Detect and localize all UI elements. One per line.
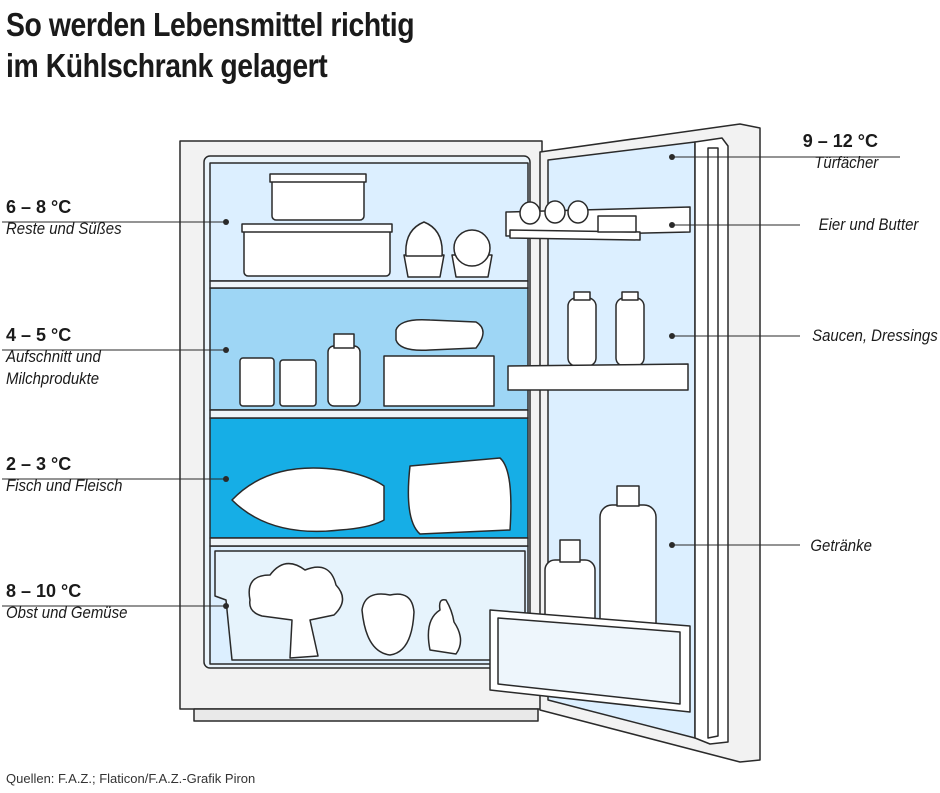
fridge-base	[193, 708, 539, 722]
label-fisch: 2 – 3 °C Fisch und Fleisch	[6, 453, 138, 497]
broccoli-icon	[248, 562, 344, 659]
desc-tuerfaecher: Türfächer	[813, 153, 878, 172]
source-note: Quellen: F.A.Z.; Flaticon/F.A.Z.-Grafik …	[6, 771, 256, 786]
label-saucen: Saucen, Dressings	[795, 325, 938, 347]
title-line-2: im Kühlschrank gelagert	[6, 47, 328, 84]
desc-getraenke: Getränke	[810, 536, 872, 555]
temp-fisch: 2 – 3 °C	[6, 454, 72, 474]
pepper-icon	[361, 593, 415, 656]
title-line-1: So werden Lebensmittel richtig	[6, 6, 415, 43]
desc-aufschnitt-2: Milchprodukte	[6, 369, 100, 388]
desc-saucen: Saucen, Dressings	[812, 326, 938, 345]
desc-aufschnitt-1: Aufschnitt und	[6, 347, 101, 366]
desc-gemuese: Obst und Gemüse	[6, 603, 128, 622]
temp-gemuese: 8 – 10 °C	[6, 581, 82, 601]
fish-icon	[231, 467, 385, 533]
label-tuerfaecher: 9 – 12 °C Türfächer	[803, 130, 878, 174]
label-eier: Eier und Butter	[805, 214, 918, 236]
temp-reste: 6 – 8 °C	[6, 197, 72, 217]
label-reste: 6 – 8 °C Reste und Süßes	[6, 196, 137, 240]
label-getraenke: Getränke	[802, 535, 872, 557]
desc-reste: Reste und Süßes	[6, 219, 122, 238]
page-title: So werden Lebensmittel richtig im Kühlsc…	[6, 4, 415, 86]
pear-icon	[427, 598, 462, 655]
label-aufschnitt: 4 – 5 °C Aufschnitt und Milchprodukte	[6, 324, 114, 390]
desc-fisch: Fisch und Fleisch	[6, 476, 123, 495]
temp-aufschnitt: 4 – 5 °C	[6, 325, 72, 345]
desc-eier: Eier und Butter	[818, 215, 918, 234]
temp-tuerfaecher: 9 – 12 °C	[802, 131, 878, 151]
label-gemuese: 8 – 10 °C Obst und Gemüse	[6, 580, 144, 624]
